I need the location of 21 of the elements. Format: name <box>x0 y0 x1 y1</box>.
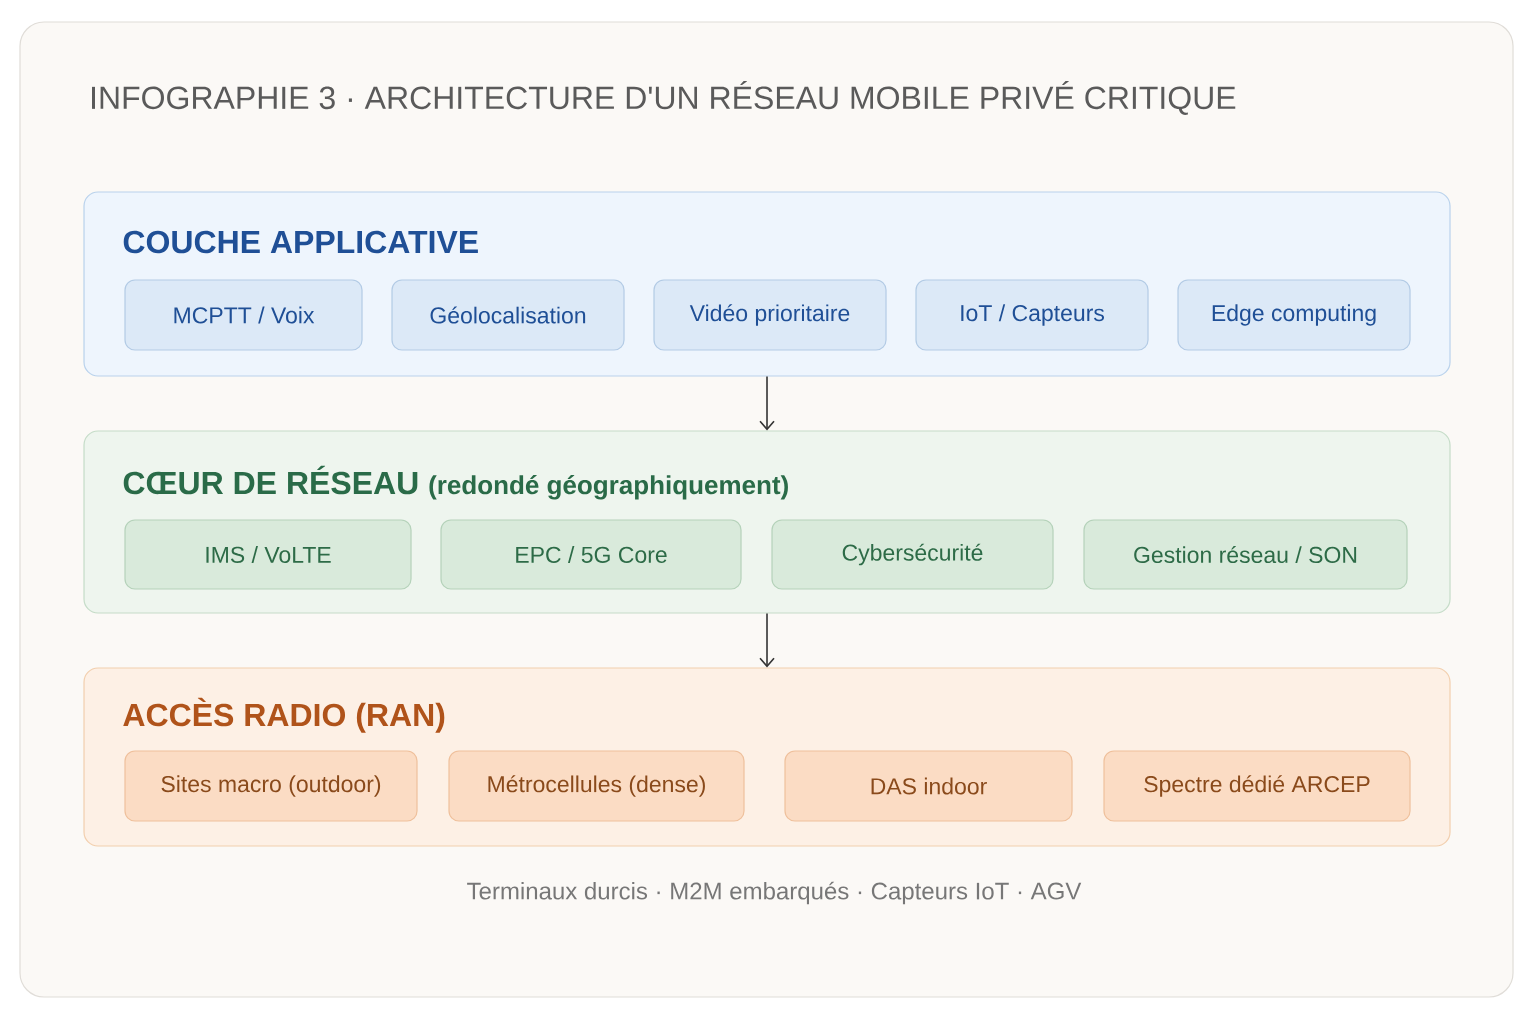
layer-subheading: (redondé géographiquement) <box>429 474 788 500</box>
component-box: Spectre dédié ARCEP <box>1103 750 1411 822</box>
arrow <box>759 612 775 668</box>
layer-heading: COUCHE APPLICATIVE <box>123 230 478 254</box>
component-box: Edge computing <box>1177 279 1411 351</box>
component-box: Géolocalisation <box>391 279 625 351</box>
component-box: Vidéo prioritaire <box>653 279 887 351</box>
arrow <box>759 375 775 431</box>
component-box: DAS indoor <box>784 750 1073 822</box>
layer-heading: CŒUR DE RÉSEAU <box>123 465 418 495</box>
component-box: Sites macro (outdoor) <box>124 750 418 822</box>
footer-note: Terminaux durcis · M2M embarqués · Capteurs IoT · AGV <box>467 881 1082 905</box>
component-box: IoT / Capteurs <box>915 279 1149 351</box>
component-box: MCPTT / Voix <box>124 279 363 351</box>
component-box: Métrocellules (dense) <box>448 750 745 822</box>
component-box: Cybersécurité <box>771 519 1054 590</box>
layer-heading: ACCÈS RADIO (RAN) <box>123 697 445 733</box>
title: INFOGRAPHIE 3 · ARCHITECTURE D'UN RÉSEAU MOBILE PRIVÉ CRITIQUE <box>92 81 1236 115</box>
component-box: Gestion réseau / SON <box>1083 519 1408 590</box>
component-box: EPC / 5G Core <box>440 519 742 590</box>
component-box: IMS / VoLTE <box>124 519 412 590</box>
